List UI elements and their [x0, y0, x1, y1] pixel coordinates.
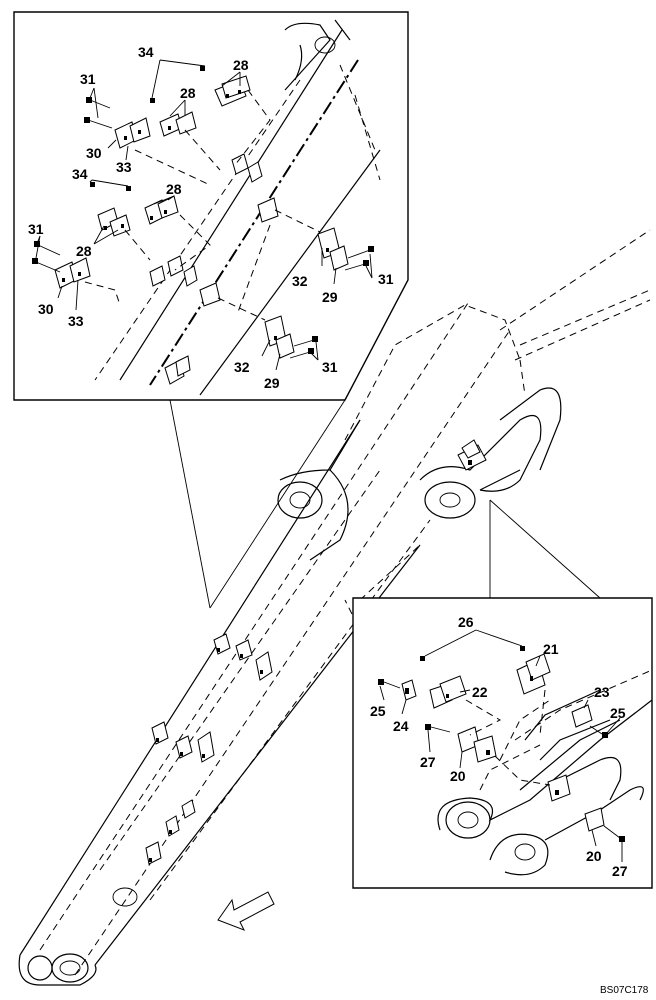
callout-27-a: 27: [420, 754, 436, 770]
callout-23: 23: [594, 684, 610, 700]
callout-31-d: 31: [322, 359, 338, 375]
callout-29-a: 29: [322, 289, 338, 305]
callout-34-b: 34: [72, 166, 88, 182]
callout-32-a: 32: [292, 273, 308, 289]
callout-20-b: 20: [586, 848, 602, 864]
callout-28-d: 28: [76, 243, 92, 259]
callout-27-b: 27: [612, 863, 628, 879]
lower-callouts: 26 21 25 24 22 23 25 27 20 20 27: [370, 614, 628, 879]
upper-detail-panel: [13, 11, 409, 609]
callout-28-a: 28: [233, 57, 249, 73]
callout-25-a: 25: [370, 703, 386, 719]
callout-31-a: 31: [80, 71, 96, 87]
callout-34-a: 34: [138, 44, 154, 60]
callout-21: 21: [543, 641, 559, 657]
boom-arm: [18, 229, 651, 986]
front-direction-arrow-icon: [217, 891, 275, 931]
lower-detail-panel: [344, 499, 653, 889]
callout-31-b: 31: [28, 221, 44, 237]
callout-25-b: 25: [610, 705, 626, 721]
callout-28-b: 28: [180, 85, 196, 101]
callout-26: 26: [458, 614, 474, 630]
callout-33-b: 33: [68, 313, 84, 329]
callout-33-a: 33: [116, 159, 132, 175]
callout-24: 24: [393, 718, 409, 734]
upper-callouts: 34 28 31 28 30 33 34 28 31 28 32 31 29 3…: [28, 44, 394, 391]
callout-31-c: 31: [378, 271, 394, 287]
callout-20-a: 20: [450, 768, 466, 784]
callout-28-c: 28: [166, 181, 182, 197]
drawing-reference-code: BS07C178: [600, 985, 649, 996]
callout-30-b: 30: [38, 301, 54, 317]
callout-30-a: 30: [86, 145, 102, 161]
callout-32-b: 32: [234, 359, 250, 375]
callout-22: 22: [472, 684, 488, 700]
callout-29-b: 29: [264, 375, 280, 391]
arm-clamps: [145, 633, 273, 865]
